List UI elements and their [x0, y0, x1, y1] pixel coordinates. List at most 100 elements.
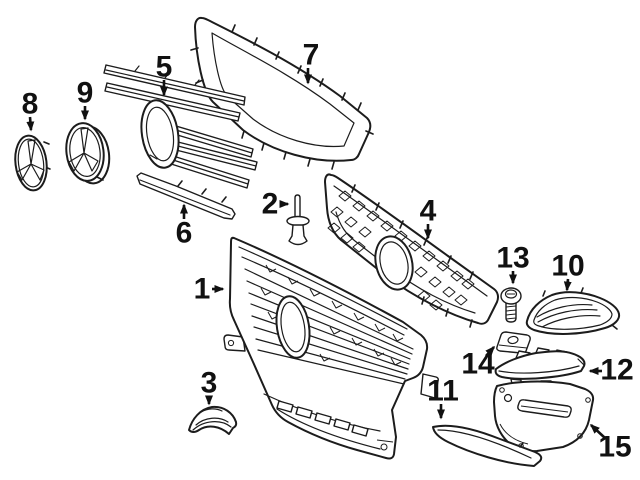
part-11-outer-molding: [432, 424, 543, 467]
part-5-center-ring-inner: [145, 106, 175, 162]
part-5-grille-bar-assembly: [103, 64, 258, 189]
part-6-tabs: [177, 180, 227, 203]
part-10-outline: [525, 291, 621, 335]
callout-12: 12: [588, 354, 634, 387]
callout-5-label: 5: [156, 51, 173, 84]
part-15-screw-hole-3: [577, 433, 583, 439]
part-3-ribs: [192, 408, 232, 431]
callout-11: 11: [427, 375, 459, 420]
part-3-clip-cover: [188, 405, 238, 435]
part-4-outline: [324, 173, 499, 325]
callout-8: 8: [22, 88, 39, 132]
callout-4: 4: [420, 195, 437, 240]
callout-10: 10: [551, 250, 585, 292]
callout-11-label: 11: [427, 375, 459, 408]
part-8-emblem-ring-inner: [17, 138, 45, 188]
part-15-fog-lamp-cover: [493, 380, 595, 453]
part-2-body: [288, 224, 308, 246]
part-5-upper-slat-edges: [105, 65, 245, 118]
callout-10-arrow: [563, 278, 572, 292]
part-10-outer-bezel: [525, 287, 621, 335]
callout-13-label: 13: [496, 242, 529, 275]
part-15-outline: [493, 380, 595, 453]
part-1-right-flap: [420, 373, 439, 399]
part-4-emblem-ring-inner: [379, 241, 409, 285]
part-10-tabs: [542, 287, 618, 330]
part-9-star-glyph: [68, 127, 99, 172]
callout-1: 1: [194, 273, 225, 306]
callout-15-label: 15: [598, 431, 631, 464]
callout-3-label: 3: [201, 367, 218, 400]
callout-6-label: 6: [176, 217, 193, 250]
part-15-slot-line: [520, 405, 569, 413]
part-9-bottom-tab: [96, 176, 104, 181]
callout-8-arrow: [26, 116, 35, 132]
part-3-outline: [188, 405, 238, 435]
callout-14: 14: [461, 345, 495, 381]
part-10-inner-frame: [533, 296, 613, 330]
callout-14-label: 14: [461, 348, 495, 381]
part-1-left-tab: [223, 334, 246, 352]
callouts: 1 2 3 4 5 6 7 8: [22, 39, 634, 464]
callout-7: 7: [303, 39, 320, 85]
part-1-emblem-ring: [275, 295, 311, 359]
callout-9: 9: [77, 77, 93, 121]
part-9-emblem-ring-inner: [69, 127, 101, 177]
callout-6: 6: [176, 203, 193, 250]
part-6-edge-line: [139, 179, 231, 216]
callout-2-label: 2: [262, 188, 279, 221]
part-15-round-hole: [503, 393, 513, 403]
part-1-foot-line: [376, 439, 394, 443]
part-15-detail-line: [499, 423, 529, 445]
part-1-skirt-line: [276, 408, 381, 450]
callout-8-label: 8: [22, 88, 39, 121]
part-5-lower-slats: [167, 125, 258, 189]
callout-1-label: 1: [194, 273, 211, 306]
part-1-slats: [244, 268, 414, 385]
part-8-star-glyph: [16, 139, 45, 181]
part-15-screw-hole-2: [585, 397, 591, 403]
part-1-left-tab-hole: [227, 339, 235, 347]
part-1-foot-hole: [380, 443, 388, 451]
part-12-outline: [494, 350, 586, 380]
part-5-ring-notch: [149, 154, 158, 160]
part-14-plate: [496, 331, 531, 354]
part-4-grille-insert: [324, 173, 499, 328]
part-9-star-emblem-mount: [65, 122, 111, 185]
part-1-grille-assembly: [223, 236, 439, 460]
part-4-tabs: [351, 184, 474, 328]
part-2-fastener-pin: [286, 194, 310, 246]
part-13-head-recess: [504, 289, 518, 299]
callout-15-arrow: [589, 423, 606, 439]
part-7-mount-tabs: [190, 24, 374, 170]
part-10-slats: [536, 303, 601, 328]
part-7-grille-surround: [190, 16, 374, 170]
callout-5: 5: [156, 51, 173, 97]
part-1-emblem-ring-inner: [280, 301, 306, 353]
part-11-inner-line: [437, 429, 532, 459]
part-11-notch: [519, 442, 524, 448]
callout-7-label: 7: [303, 39, 320, 72]
callout-14-arrow: [485, 345, 495, 357]
part-7-inner-opening: [211, 32, 355, 148]
part-5-center-ring: [140, 99, 180, 169]
part-7-outline: [194, 16, 372, 162]
part-5-upper-slats: [103, 64, 246, 122]
part-14-hole: [507, 335, 519, 345]
part-13-screw: [500, 287, 522, 323]
part-2-pin: [294, 194, 301, 219]
part-5-lower-slat-edges: [169, 129, 257, 185]
part-8-star-emblem: [14, 134, 51, 192]
part-14-bracket: [496, 331, 531, 354]
callout-10-label: 10: [551, 250, 584, 283]
part-14-fold-line: [498, 344, 528, 349]
callout-4-label: 4: [420, 195, 437, 228]
callout-3: 3: [201, 367, 218, 406]
callout-2: 2: [262, 188, 290, 221]
callout-15: 15: [589, 423, 632, 464]
part-1-lower-slots: [276, 400, 369, 437]
part-12-face-line: [498, 358, 585, 374]
part-1-vane-notches: [260, 264, 404, 366]
